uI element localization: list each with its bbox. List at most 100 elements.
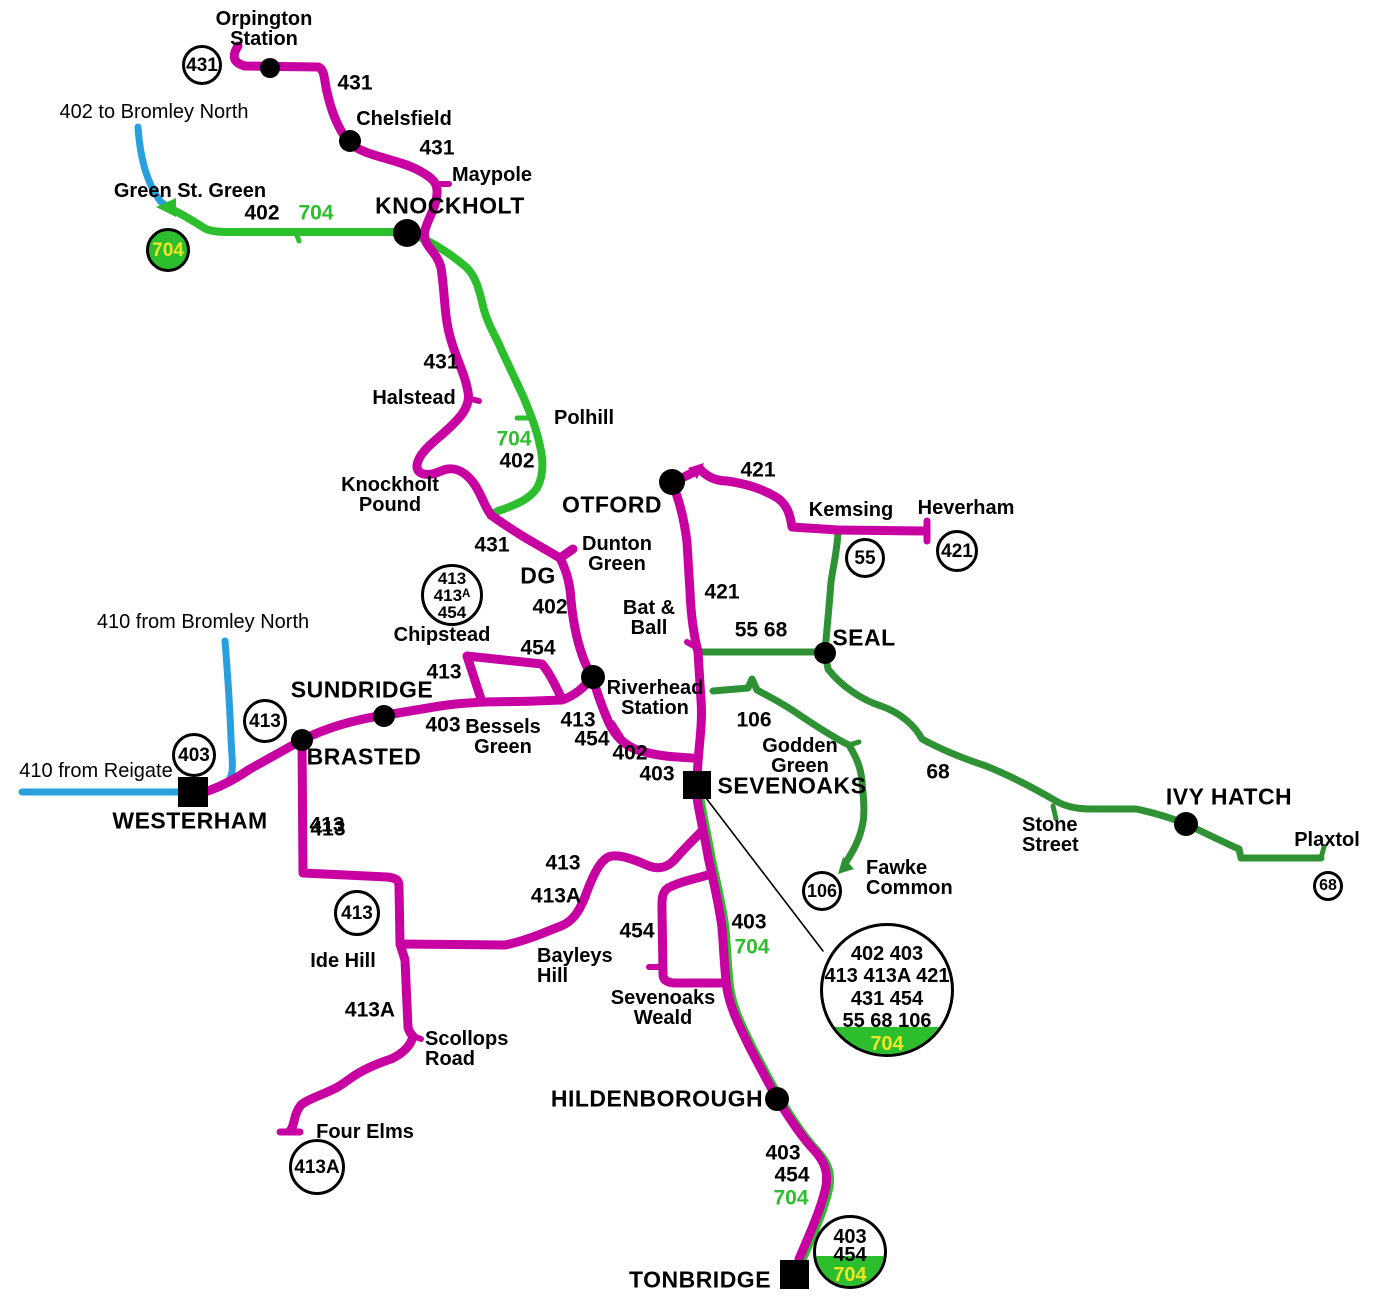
- route-106-label: 106: [736, 708, 772, 732]
- plaxtol-tick: [1318, 844, 1327, 861]
- sevenoaks-weald-label: Sevenoaks Weald: [610, 987, 716, 1029]
- knockholt-polhill-line: [403, 228, 547, 520]
- godden-green-tick: [846, 739, 862, 748]
- hub-line: 454: [833, 1244, 867, 1266]
- terminus-55-circle: 55: [845, 538, 885, 578]
- kemsing-seal-line-55: [821, 528, 842, 656]
- route-403-label: 403: [765, 1141, 801, 1165]
- hub-line: 402 403: [850, 943, 924, 965]
- green-st-green-arrow: [156, 198, 176, 217]
- terminus-413-413a-454-circle: 413 413ᴬ 454: [421, 564, 483, 626]
- brasted-dot: [291, 729, 313, 751]
- route-454-label: 454: [774, 1163, 810, 1187]
- hub-green-segment: [823, 1027, 951, 1054]
- route-431-label: 431: [423, 350, 459, 374]
- otford-arrow: [688, 463, 704, 479]
- bessels-green-label: Bessels Green: [465, 716, 541, 758]
- terminus-106-circle: 106: [802, 871, 842, 911]
- tonbridge-hub-bubble: 403 454 704: [813, 1215, 887, 1289]
- otford-label: OTFORD: [561, 491, 663, 518]
- tonbridge-square: [780, 1260, 809, 1289]
- terminus-421-circle: 421: [936, 530, 978, 572]
- terminus-403-circle: 403: [172, 733, 216, 777]
- route-421-label: 421: [740, 458, 776, 482]
- terminus-704-circle: 704: [146, 228, 190, 272]
- seal-label: SEAL: [832, 624, 896, 651]
- riverhead-station-label: Riverhead Station: [606, 677, 704, 719]
- sundridge-label: SUNDRIDGE: [290, 676, 434, 703]
- orpington-station-label: Orpington Station: [215, 8, 313, 50]
- knockholt-dot: [393, 219, 421, 247]
- interchange-squares: [178, 771, 809, 1289]
- seal-dot: [814, 642, 836, 664]
- route-413-label: 413: [310, 817, 346, 841]
- westerham-label: WESTERHAM: [112, 807, 268, 834]
- route-421-label: 421: [704, 580, 740, 604]
- halstead-label: Halstead: [372, 387, 456, 409]
- westerham-riverhead-line: [203, 672, 597, 796]
- route-704-corridor-green-line: [697, 795, 835, 1264]
- hildenborough-label: HILDENBOROUGH: [550, 1085, 764, 1112]
- route-454-label: 454: [619, 919, 655, 943]
- hub-line: 431 454: [850, 988, 924, 1010]
- circle-line: 413: [437, 568, 467, 588]
- route-403-label: 403: [731, 910, 767, 934]
- route-704-label: 704: [734, 935, 770, 959]
- chelsfield-label: Chelsfield: [356, 108, 452, 130]
- sundridge-dot: [373, 705, 395, 727]
- sevenoaks-weald-loop-454-line: [657, 870, 726, 988]
- heverham-label: Heverham: [917, 497, 1015, 519]
- chipstead-loop-454-line: [462, 651, 567, 704]
- ivy-hatch-dot: [1174, 812, 1198, 836]
- plaxtol-label: Plaxtol: [1294, 829, 1360, 851]
- route-402-to-bromley-line: [134, 123, 174, 212]
- route-402-label: 402: [499, 449, 535, 473]
- route-413-label: 413: [309, 813, 345, 837]
- ide-hill-label: Ide Hill: [310, 950, 376, 972]
- hub-line-704: 704: [833, 1264, 867, 1286]
- westerham-square: [178, 777, 208, 807]
- polhill-label: Polhill: [554, 407, 614, 429]
- green-st-green-label: Green St. Green: [113, 180, 267, 202]
- bat-and-ball-label: Bat & Ball: [622, 597, 676, 639]
- orpington-station-dot: [260, 58, 280, 78]
- fawke-common-label: Fawke Common: [866, 857, 953, 899]
- route-402-label: 402: [612, 741, 648, 765]
- route-55-68-label: 55 68: [734, 618, 788, 642]
- brasted-label: BRASTED: [306, 743, 422, 770]
- otford-dot: [659, 469, 685, 495]
- route-704-label: 704: [773, 1186, 809, 1210]
- route-431-label: 431: [337, 71, 373, 95]
- fawke-common-arrow: [838, 857, 854, 874]
- chipstead-label: Chipstead: [393, 624, 491, 646]
- circle-line: 413ᴬ: [433, 585, 471, 605]
- route-106-line: [709, 675, 868, 866]
- route-413a-scollops-four-elms-line: [285, 939, 418, 1136]
- sevenoaks-hub-bubble: 402 403 413 413A 421 431 454 55 68 106 7…: [820, 923, 954, 1057]
- route-55-68-106-lines: [697, 528, 1327, 866]
- route-403-label: 403: [639, 762, 675, 786]
- route-413-label: 413: [545, 851, 581, 875]
- route-413a-label: 413A: [530, 884, 582, 908]
- chelsfield-dot: [339, 130, 361, 152]
- bat-ball-tick: [684, 639, 702, 652]
- stone-street-tick: [1050, 803, 1059, 822]
- sevenoaks-hub-pointer-line: [705, 797, 824, 952]
- route-704-label: 704: [496, 427, 532, 451]
- hub-line-704: 704: [870, 1033, 904, 1055]
- maypole-label: Maypole: [451, 164, 533, 186]
- hub-line: 55 68 106: [842, 1010, 932, 1032]
- terminus-413-413a-454-lines: 413 413ᴬ 454: [434, 570, 471, 621]
- hildenborough-dot: [765, 1087, 789, 1111]
- scollops-road-tick: [410, 1033, 424, 1042]
- dunton-green-label: Dunton Green: [582, 533, 652, 575]
- hub-line: 413 413A 421: [824, 965, 950, 987]
- riverhead-dot: [581, 665, 605, 689]
- terminus-413-ide-hill-circle: 413: [334, 890, 380, 936]
- route-413-brasted-ide-hill-line: [297, 735, 405, 949]
- dg-label: DG: [520, 562, 556, 589]
- bayleys-hill-label: Bayleys Hill: [537, 945, 613, 987]
- route-410-from-bromley-line: [208, 637, 236, 793]
- sevenoaks-label: SEVENOAKS: [717, 772, 867, 799]
